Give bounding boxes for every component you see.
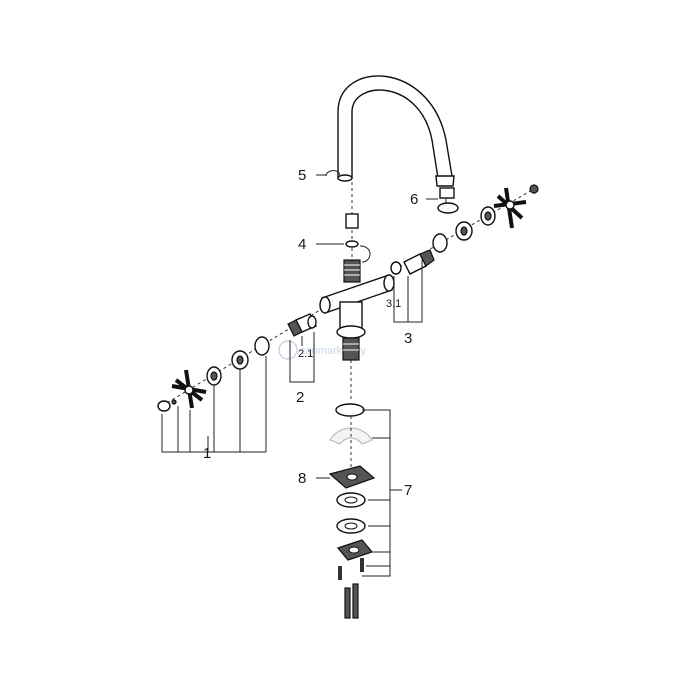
callout-4: 4 [298, 236, 306, 253]
left-screw-cap [157, 399, 177, 412]
right-screw-cap [529, 184, 539, 194]
callout-6: 6 [410, 191, 418, 208]
part-3-cartridge [403, 249, 435, 275]
tap-body [319, 259, 395, 361]
part-6-aerator: 6 [410, 187, 459, 214]
left-cross-handle [171, 369, 207, 409]
part-8-bracket: 8 [298, 465, 376, 489]
right-washer [432, 233, 448, 253]
callout-2: 2 [296, 389, 304, 406]
callout-2-1: 2.1 [298, 348, 313, 360]
part-2-1-o-ring [307, 315, 317, 329]
callout-1: 1 [203, 445, 211, 462]
part-4-o-ring: 4 [298, 236, 371, 263]
base-o-ring [335, 403, 365, 417]
callout-5: 5 [298, 167, 306, 184]
callout-3: 3 [404, 330, 412, 347]
left-valve-assembly: 2.1 2 1 [157, 309, 321, 462]
part-3-1-o-ring [390, 261, 402, 275]
callout-7: 7 [404, 482, 412, 499]
right-valve-assembly: 3.1 3 [386, 184, 539, 347]
mounting-kit: 8 7 [298, 403, 412, 619]
spout-nut [345, 213, 359, 229]
studs [338, 558, 364, 619]
part-5-clip: 5 [298, 167, 341, 184]
right-cross-handle [493, 187, 527, 229]
spout [337, 75, 455, 187]
left-washer [254, 336, 270, 356]
callout-8: 8 [298, 470, 306, 487]
callout-3-1: 3.1 [386, 298, 401, 310]
